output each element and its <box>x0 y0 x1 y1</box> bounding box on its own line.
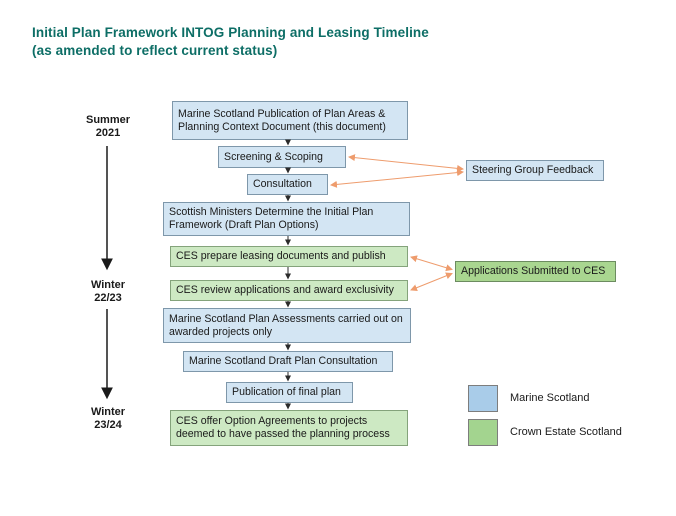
page-title-line2: (as amended to reflect current status) <box>32 43 278 59</box>
milestone-year: 2021 <box>95 126 121 139</box>
milestone-winter-2324: Winter 23/24 <box>68 406 148 432</box>
milestone-year: 23/24 <box>94 418 122 431</box>
milestone-season: Winter <box>90 279 126 291</box>
milestone-season: Winter <box>90 406 126 418</box>
milestone-season: Summer <box>85 114 131 126</box>
legend-swatch-crown-estate-scotland <box>468 419 498 446</box>
flow-step-ms-plan-assessments: Marine Scotland Plan Assessments carried… <box>163 308 411 343</box>
flow-step-ces-review-applications: CES review applications and award exclus… <box>170 280 408 301</box>
legend-swatch-marine-scotland <box>468 385 498 412</box>
legend-label-crown-estate-scotland: Crown Estate Scotland <box>510 426 622 438</box>
feedback-arrows-steering-group <box>330 154 464 188</box>
flow-step-ms-publication: Marine Scotland Publication of Plan Area… <box>172 101 408 140</box>
flow-step-consultation: Consultation <box>247 174 328 195</box>
flow-step-ms-draft-plan-consultation: Marine Scotland Draft Plan Consultation <box>183 351 393 372</box>
flow-step-ces-prepare-leasing: CES prepare leasing documents and publis… <box>170 246 408 267</box>
milestone-summer-2021: Summer 2021 <box>68 114 148 140</box>
flow-step-ces-offer-option-agreements: CES offer Option Agreements to projects … <box>170 410 408 446</box>
flow-step-ministers-determine: Scottish Ministers Determine the Initial… <box>163 202 410 236</box>
milestone-year: 22/23 <box>94 291 122 304</box>
page-title: Initial Plan Framework INTOG Planning an… <box>32 24 512 60</box>
legend-label-marine-scotland: Marine Scotland <box>510 392 590 404</box>
milestone-winter-2223: Winter 22/23 <box>68 279 148 305</box>
flow-step-screening-scoping: Screening & Scoping <box>218 146 346 168</box>
flow-step-publication-final-plan: Publication of final plan <box>226 382 353 403</box>
page-title-line1: Initial Plan Framework INTOG Planning an… <box>32 25 429 40</box>
side-box-applications-submitted: Applications Submitted to CES <box>455 261 616 282</box>
side-box-steering-group-feedback: Steering Group Feedback <box>466 160 604 181</box>
feedback-arrows-applications <box>410 255 453 292</box>
